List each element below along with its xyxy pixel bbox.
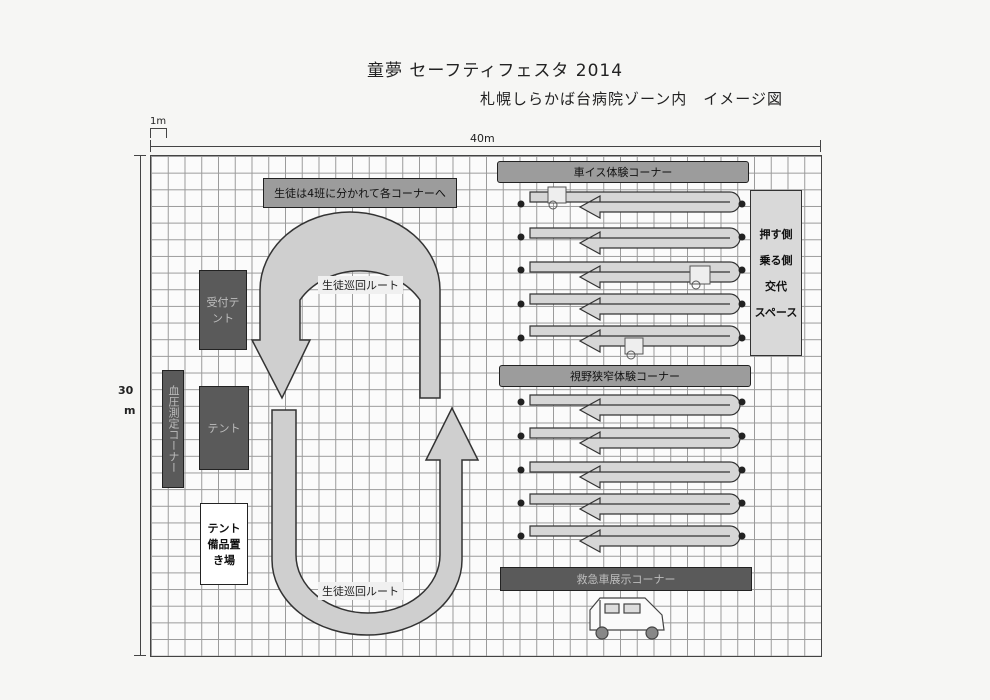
wheelchair-lane-2 <box>529 227 741 256</box>
exchange-space-line-4: スペース <box>754 306 798 319</box>
wheelchair-corner-sign: 車イス体験コーナー <box>497 161 749 183</box>
height-scale-number: 30 <box>118 384 134 397</box>
cone-dot <box>738 266 746 274</box>
width-scale-label: 40m <box>470 132 495 145</box>
height-scale-bottom-tick <box>134 655 146 656</box>
height-scale-unit: m <box>124 404 136 417</box>
cone-dot <box>738 300 746 308</box>
wheelchair-lane-1 <box>529 191 741 220</box>
route-label-top: 生徒巡回ルート <box>318 276 403 294</box>
cone-dot <box>738 499 746 507</box>
vision-lane-1 <box>529 394 741 423</box>
cone-dot <box>517 233 525 241</box>
vision-lane-3 <box>529 461 741 490</box>
wheelchair-icon <box>689 265 711 290</box>
exchange-space: 押す側 乗る側 交代 スペース <box>750 190 802 356</box>
cone-dots <box>517 200 746 540</box>
vision-corner-sign: 視野狭窄体験コーナー <box>499 365 751 387</box>
cone-dot <box>738 398 746 406</box>
cone-dot <box>517 200 525 208</box>
equipment-area: テント備品置き場 <box>200 503 248 585</box>
exchange-space-line-2: 乗る側 <box>759 254 793 267</box>
vision-lane-2 <box>529 427 741 456</box>
wheelchair-icon <box>624 337 644 360</box>
vision-lane-4 <box>529 493 741 522</box>
route-bottom-loop <box>271 406 480 636</box>
cone-dot <box>738 466 746 474</box>
cone-dot <box>517 432 525 440</box>
wheelchair-lane-4 <box>529 293 741 322</box>
cone-dot <box>517 266 525 274</box>
reception-tent: 受付テント <box>199 270 247 350</box>
width-scale-left-tick <box>150 140 151 152</box>
wheelchair-lane-3 <box>529 261 741 290</box>
cone-dot <box>738 532 746 540</box>
exchange-space-line-3: 交代 <box>765 280 787 293</box>
page-subtitle: 札幌しらかば台病院ゾーン内 イメージ図 <box>480 90 783 108</box>
students-groups-sign: 生徒は4班に分かれて各コーナーへ <box>263 178 457 208</box>
width-scale-line <box>150 146 821 147</box>
height-scale-top-tick <box>134 155 146 156</box>
ambulance-icon <box>589 597 665 640</box>
width-scale-right-tick <box>820 140 821 152</box>
cone-dot <box>738 432 746 440</box>
tent: テント <box>199 386 249 470</box>
cone-dot <box>517 532 525 540</box>
cone-dot <box>738 233 746 241</box>
cone-dot <box>517 499 525 507</box>
cone-dot <box>517 398 525 406</box>
scale-unit-label: 1m <box>150 116 167 127</box>
height-scale-line <box>140 155 141 656</box>
cone-dot <box>517 466 525 474</box>
cone-dot <box>738 334 746 342</box>
wheelchair-icon <box>547 186 567 210</box>
ambulance-corner-sign: 救急車展示コーナー <box>500 567 752 591</box>
page-title: 童夢 セーフティフェスタ 2014 <box>366 61 624 81</box>
vision-lane-5 <box>529 525 741 554</box>
blood-pressure-corner: 血圧測定コーナー <box>162 370 184 488</box>
route-label-bottom: 生徒巡回ルート <box>318 582 403 600</box>
scale-unit-tick-right <box>166 128 167 138</box>
scale-unit-bar <box>150 128 167 129</box>
cone-dot <box>738 200 746 208</box>
scale-unit-tick <box>150 128 151 138</box>
cone-dot <box>517 334 525 342</box>
exchange-space-line-1: 押す側 <box>759 228 793 241</box>
cone-dot <box>517 300 525 308</box>
vision-lanes <box>529 394 741 554</box>
route-top-loop <box>250 211 441 400</box>
